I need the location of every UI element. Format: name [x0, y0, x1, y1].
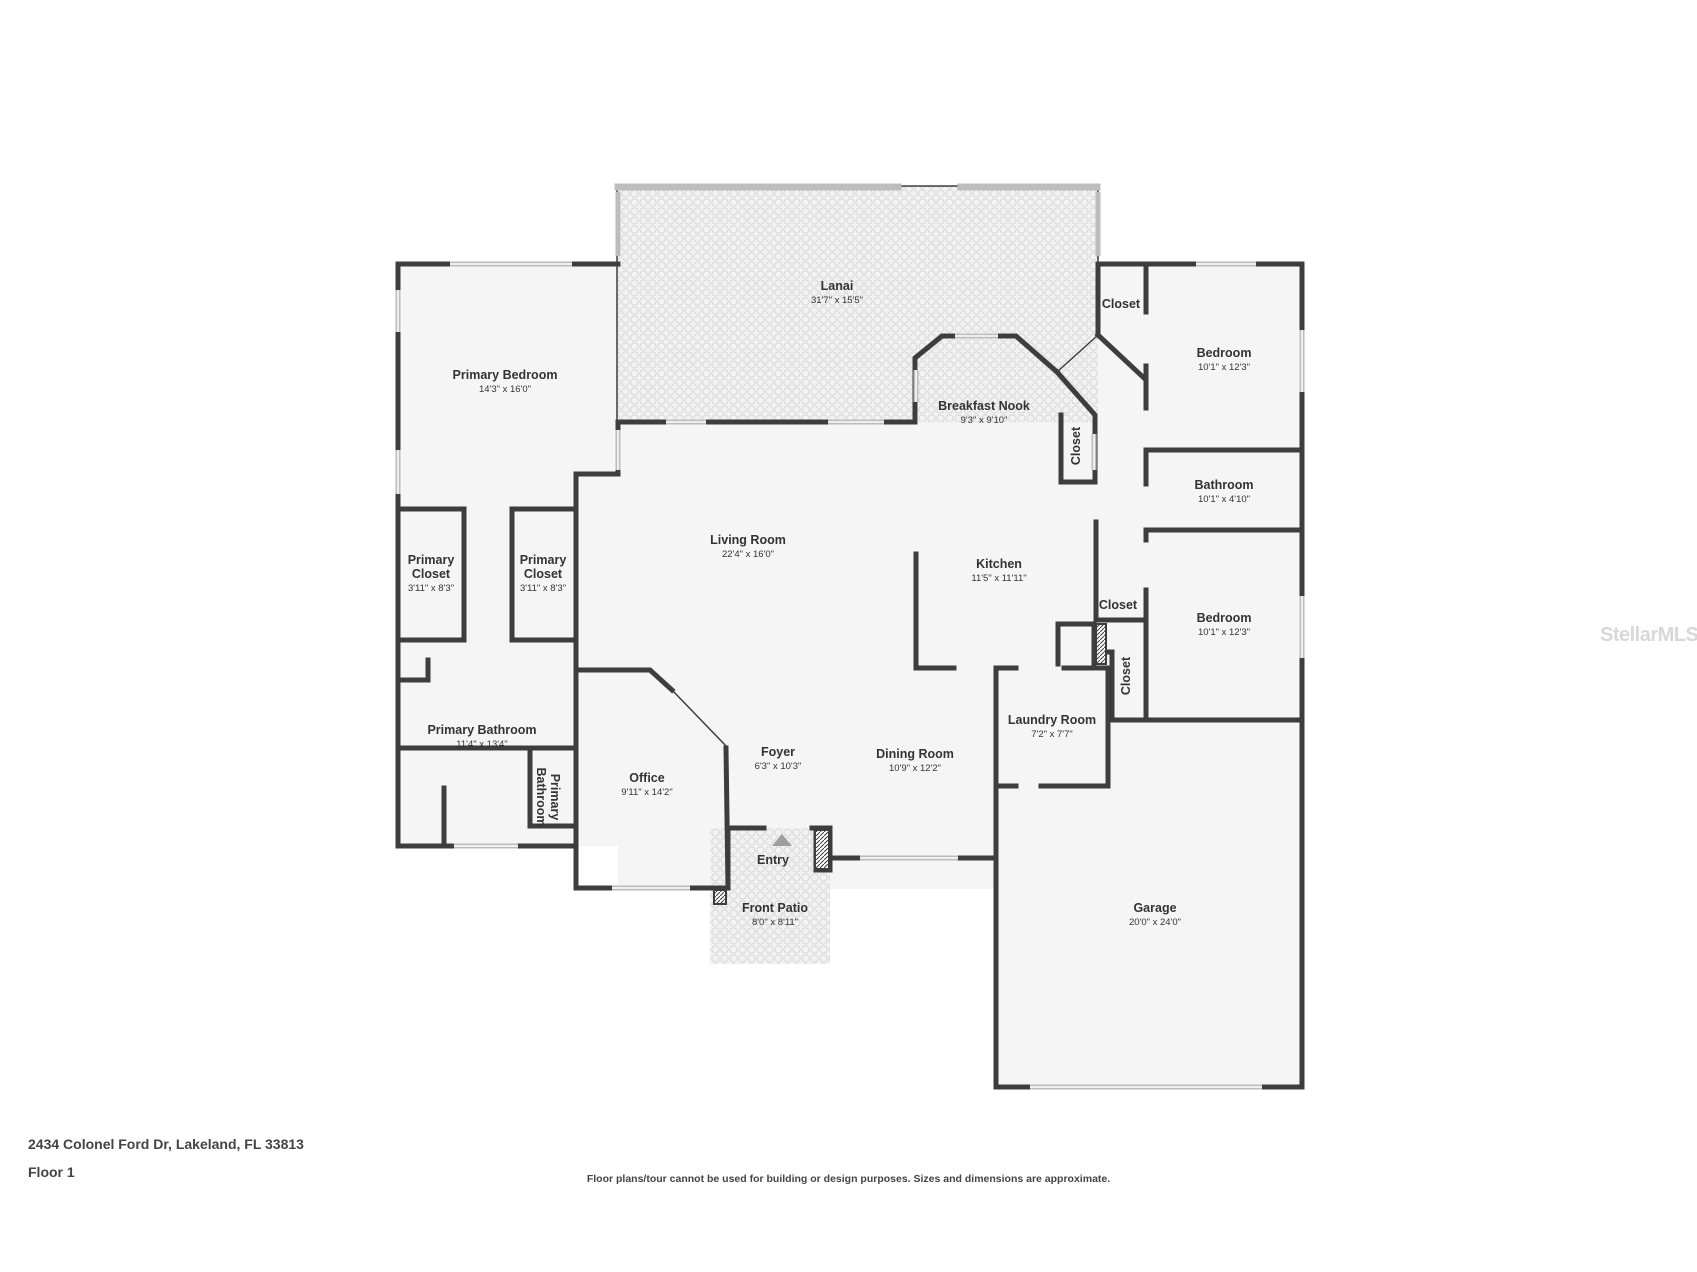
room-name: Dining Room [876, 747, 954, 761]
room-dims: 10'9" x 12'2" [889, 763, 941, 774]
room-name: Front Patio [742, 901, 808, 915]
room-labels: Lanai 31'7" x 15'5" Primary Bedroom 14'3… [408, 279, 1254, 928]
thin-partitions [671, 334, 1099, 749]
lanai-outline [614, 183, 1101, 422]
room-dims: 7'2" x 7'7" [1031, 729, 1073, 740]
room-dims: 3'11" x 8'3" [408, 583, 454, 594]
entry-arrow-icon [772, 834, 792, 846]
room-dims: 10'1" x 4'10" [1198, 494, 1250, 505]
room-name: Bedroom [1197, 611, 1252, 625]
room-dims: 14'3" x 16'0" [479, 384, 531, 395]
room-dims: 20'0" x 24'0" [1129, 917, 1181, 928]
room-dims: 10'1" x 12'3" [1198, 362, 1250, 373]
room-name: Bedroom [1197, 346, 1252, 360]
room-dims: 6'3" x 10'3" [755, 761, 802, 772]
room-name: Laundry Room [1008, 713, 1096, 727]
room-name: Closet [1102, 297, 1141, 311]
room-name: Closet [1119, 656, 1133, 695]
windows [395, 261, 1305, 1090]
floor-fills [398, 186, 1302, 1087]
room-name: PrimaryBathroom [534, 767, 562, 826]
room-name: Entry [757, 853, 789, 867]
room-name: Breakfast Nook [938, 399, 1030, 413]
property-address: 2434 Colonel Ford Dr, Lakeland, FL 33813 [28, 1136, 304, 1152]
room-dims: 9'3" x 9'10" [961, 415, 1008, 426]
room-dims: 8'0" x 8'11" [752, 917, 798, 928]
room-dims: 31'7" x 15'5" [811, 295, 863, 306]
room-name: Closet [1099, 598, 1138, 612]
room-name: Office [629, 771, 664, 785]
room-dims: 11'4" x 13'4" [456, 739, 507, 750]
room-name: Primary Bathroom [427, 723, 536, 737]
disclaimer: Floor plans/tour cannot be used for buil… [586, 1173, 1111, 1185]
watermark-logo: StellarMLS [1600, 624, 1697, 646]
floor-label: Floor 1 [28, 1164, 75, 1180]
room-name: Living Room [710, 533, 786, 547]
room-name: Lanai [821, 279, 854, 293]
room-name: Kitchen [976, 557, 1022, 571]
room-name: Garage [1133, 901, 1176, 915]
room-dims: 11'5" x 11'11" [971, 573, 1026, 584]
room-dims: 22'4" x 16'0" [722, 549, 774, 560]
room-name: Primary Bedroom [453, 368, 558, 382]
room-name: Foyer [761, 745, 795, 759]
room-name: Bathroom [1194, 478, 1253, 492]
room-dims: 9'11" x 14'2" [621, 787, 672, 798]
room-name: Closet [1069, 426, 1083, 465]
room-dims: 10'1" x 12'3" [1198, 627, 1250, 638]
room-dims: 3'11" x 8'3" [520, 583, 566, 594]
